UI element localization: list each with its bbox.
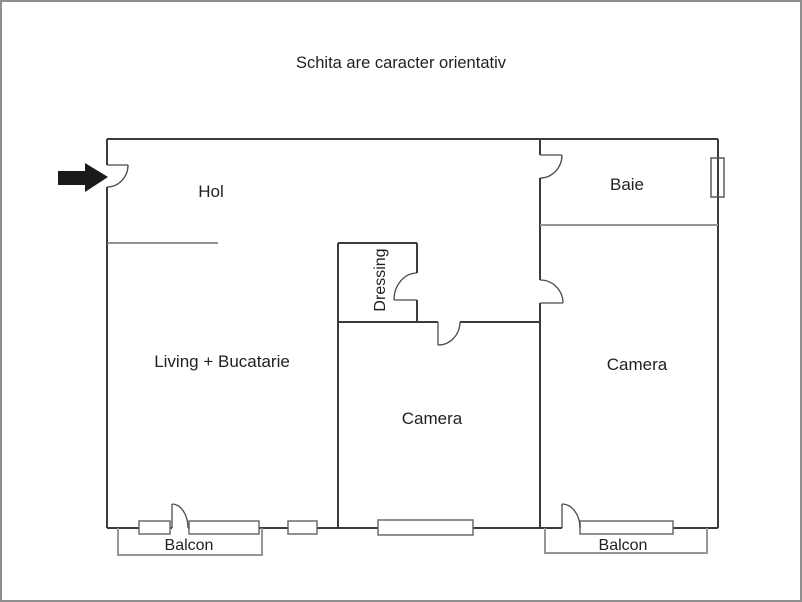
window-icon xyxy=(579,520,674,535)
room-label-hol: Hol xyxy=(198,182,224,201)
room-labels: Hol Baie Dressing Living + Bucatarie Cam… xyxy=(154,175,668,554)
room-label-camera-right: Camera xyxy=(607,355,668,374)
window-icon xyxy=(287,520,318,535)
balconies xyxy=(117,528,708,556)
camera-right-door-icon xyxy=(539,279,564,304)
window-icon xyxy=(138,520,171,535)
baie-door-icon xyxy=(539,154,563,179)
dressing-door-icon xyxy=(393,272,418,301)
camera-middle-door-icon xyxy=(437,321,461,346)
room-label-dressing: Dressing xyxy=(372,248,389,311)
doors xyxy=(106,154,581,529)
room-label-balcon-left: Balcon xyxy=(165,537,214,554)
window-icon xyxy=(188,520,260,535)
plan-title: Schita are caracter orientativ xyxy=(296,54,507,72)
balcon-right-outline xyxy=(544,528,708,554)
windows xyxy=(138,157,725,536)
balcon-right-door-icon xyxy=(561,503,581,529)
room-label-balcon-right: Balcon xyxy=(599,537,648,554)
room-label-camera-middle: Camera xyxy=(402,409,463,428)
entrance-arrow-icon xyxy=(58,163,108,192)
room-label-living: Living + Bucatarie xyxy=(154,352,290,371)
baie-window-icon xyxy=(710,157,725,198)
entrance-door-icon xyxy=(106,164,129,188)
window-icon xyxy=(377,519,474,536)
room-label-baie: Baie xyxy=(610,175,644,194)
balcon-left-door-icon xyxy=(171,503,189,529)
balcon-left-outline xyxy=(117,528,263,556)
